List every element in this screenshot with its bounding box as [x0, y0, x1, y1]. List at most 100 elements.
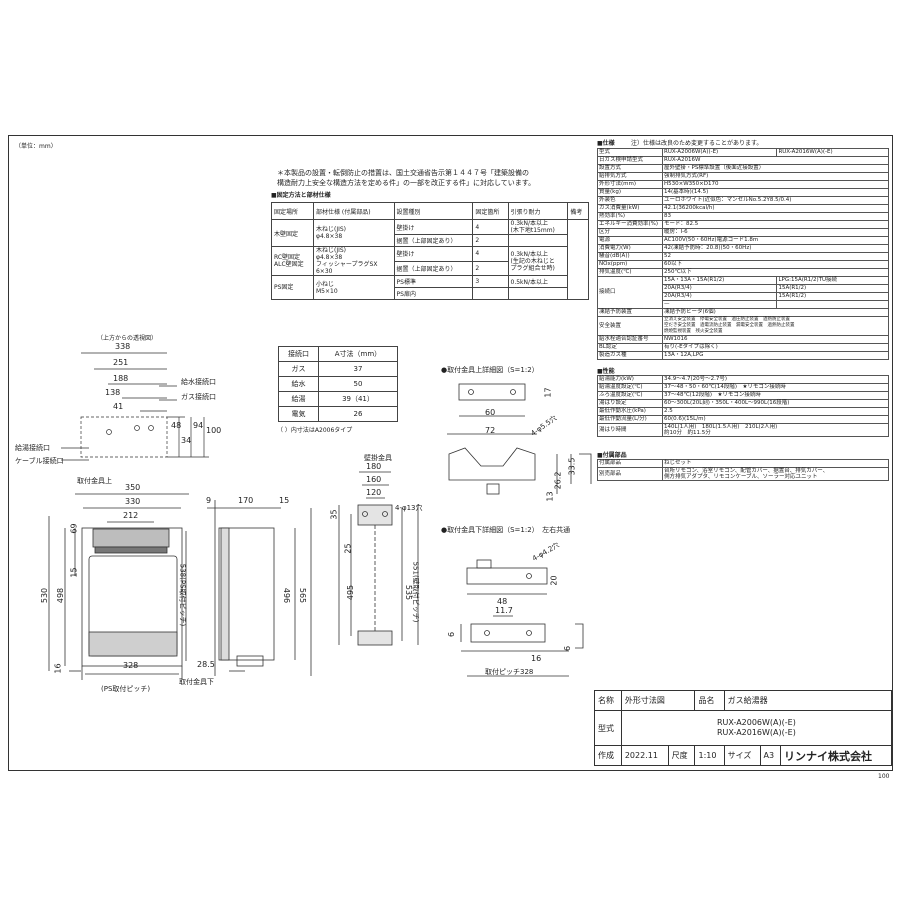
- table-row: 給湯能力(kW)34.9～4.7(20号～2.7号): [597, 375, 889, 384]
- table-row: 騒音(dB(A))52: [597, 252, 889, 261]
- label-bracket-top: 取付金具上: [77, 477, 112, 485]
- cell: 凍結予防ヒータ(6個): [662, 308, 889, 317]
- ld-dim-20: 20: [549, 575, 559, 586]
- cell: 安全装置: [597, 316, 663, 336]
- cell: LPG:15A(R1/2)TU接続: [776, 276, 889, 285]
- top-dim-41: 41: [113, 402, 124, 411]
- top-dim-94: 94: [193, 421, 204, 430]
- cell: 小ねじ M5×10: [312, 275, 395, 300]
- note-line-2: 構造耐力上安全な構造方法を定める件」の一部を改正する件」に対応しています。: [277, 179, 536, 187]
- ld-dim-6-b: 6: [563, 645, 573, 652]
- spec-model-a: RUX-A2006W(A)(-E): [661, 148, 778, 157]
- ud-dim-72: 72: [485, 426, 496, 435]
- spec-model-b: RUX-A2016W(A)(-E): [776, 148, 889, 157]
- cell: 給湯能力(kW): [597, 375, 663, 384]
- side-dim-170: 170: [238, 496, 254, 505]
- tb-name-label: 名称: [594, 690, 622, 711]
- cell: 有り(-Eタイプは除く): [662, 343, 889, 352]
- cell: ユーロホワイト(近似色：マンセルNo.5.2Y8.5/0.4): [662, 196, 889, 205]
- cell: 14(基本時)(14.5): [662, 188, 889, 197]
- top-dim-251: 251: [113, 358, 129, 367]
- cell: 別売部品: [597, 467, 663, 481]
- tb-type-cell: RUX-A2006W(A)(-E) RUX-A2016W(A)(-E): [620, 710, 893, 746]
- table-row: 作成 2022.11 尺度 1:10 サイズ A3 リンナイ株式会社: [594, 745, 892, 766]
- front-dim-330: 330: [125, 497, 141, 506]
- wall-bracket-drawing: [338, 471, 419, 646]
- table-row: 給排気方式強制排気方式(RF): [597, 172, 889, 181]
- cell: 最低作動流量(L/分): [597, 415, 663, 424]
- table-row: 木壁固定 木ねじ(JIS) φ4.8×38 壁掛け 4 0.3kN/本以上 (木…: [271, 219, 589, 300]
- perf-table: 給湯能力(kW)34.9～4.7(20号～2.7号) 給湯温度設定(℃)37～4…: [597, 375, 889, 437]
- cell: 60～300L(20L刻)・350L・400L～990L(16段階): [662, 399, 889, 408]
- cell: 木ねじ(JIS) φ4.8×38: [312, 219, 395, 247]
- lower-detail-title: ●取付金具下詳細図（S=1:2） 左右共通: [441, 526, 571, 534]
- cell: 20A(R3/4): [661, 292, 778, 301]
- table-row: 外装色ユーロホワイト(近似色：マンセルNo.5.2Y8.5/0.4): [597, 196, 889, 205]
- spec-note: 注）仕様は改良のため変更することがあります。: [631, 140, 763, 147]
- side-dim-28-5: 28.5: [197, 660, 215, 669]
- tb-type-label: 型式: [594, 710, 622, 746]
- cell: 日ガス検申請型式: [597, 156, 663, 165]
- cell: NOx(ppm): [597, 260, 663, 269]
- cell: 15A・13A・15A(R1/2): [661, 276, 778, 285]
- fixing-table-caption: ■固定方法と部材仕様: [271, 192, 331, 199]
- table-row: 接続口 A寸法（mm）: [278, 346, 399, 362]
- spec-table: 型式 RUX-A2006W(A)(-E) RUX-A2016W(A)(-E) 日…: [597, 148, 889, 360]
- cell: 付属部品: [597, 459, 663, 468]
- cell: ねじセット: [662, 459, 889, 468]
- cell: 250℃以下: [662, 268, 889, 277]
- table-row: 安全装置立消え安全装置 停電安全装置 過圧防止装置 過熱防止装置 空だき安全装置…: [597, 316, 889, 336]
- cell: 強制排気方式(RF): [662, 172, 889, 181]
- drawing-sheet: （単位：mm） ＊本製品の設置・転倒防止の措置は、国土交通省告示第１４４７号「建…: [8, 135, 893, 771]
- table-row: BL認定有り(-Eタイプは除く): [597, 343, 889, 352]
- front-dim-212: 212: [123, 511, 139, 520]
- page-number: 100: [878, 773, 890, 780]
- cell: 2.5: [662, 407, 889, 416]
- front-view-drawing: [48, 493, 189, 680]
- cell: 外形寸法(mm): [597, 180, 663, 189]
- acc-table: 付属部品ねじセット 別売部品台所リモコン、浴室リモコン、配管カバー、据置台、排気…: [597, 459, 889, 481]
- tb-scale-value: 1:10: [694, 745, 725, 766]
- table-row: ガス消費量(kW)42.1(36200kcal/h): [597, 204, 889, 213]
- fixing-table-header: 固定場所 部材仕様 (付属部品) 設置種別 固定箇所 引張り耐力 備考: [271, 202, 589, 220]
- cell: 37～48℃(12段階) ★リモコン接続時: [662, 391, 889, 400]
- table-row: エネルギー消費効率(%)モード：82.5: [597, 220, 889, 229]
- top-dim-34: 34: [181, 436, 192, 445]
- table-row: 名称 外形寸法図 品名 ガス給湯器: [594, 690, 893, 711]
- cell: AC100V(50・60Hz)電源コード1.8m: [662, 236, 889, 245]
- top-dim-188: 188: [113, 374, 129, 383]
- upper-detail-drawing: [447, 383, 592, 495]
- front-dim-328: 328: [123, 661, 139, 670]
- cell: 製造ガス種: [597, 351, 663, 360]
- cell: 15A(R1/2): [776, 284, 889, 293]
- cell: 木壁固定: [271, 219, 314, 247]
- top-dim-138: 138: [105, 388, 121, 397]
- table-row: 質量(kg)14(基本時)(14.5): [597, 188, 889, 197]
- top-dim-100: 100: [206, 426, 222, 435]
- table-row: 設置方式屋外壁掛・PS標準設置（後面近接設置）: [597, 164, 889, 173]
- table-row: PS扉内: [272, 287, 589, 300]
- label-cable-inlet: ケーブル接続口: [15, 457, 64, 465]
- label-bracket-bottom: 取付金具下: [179, 678, 214, 686]
- cell: 給湯温度設定(℃): [597, 383, 663, 392]
- cell: RUX-A2016W: [662, 156, 889, 165]
- cell: 台所リモコン、浴室リモコン、配管カバー、据置台、排気カバー、 側方排気アダプタ、…: [662, 467, 889, 481]
- unit-label: （単位：mm）: [15, 143, 57, 150]
- cell: 2: [472, 234, 509, 247]
- tb-type-value-1: RUX-A2006W(A)(-E): [716, 718, 796, 727]
- cell: —: [661, 300, 778, 309]
- cell: 83: [662, 212, 889, 221]
- cell: 暖房：I-6: [662, 228, 889, 237]
- cell: 熱効率(%): [597, 212, 663, 221]
- upper-detail-title: ●取付金具上詳細図（S=1:2）: [441, 366, 539, 374]
- cell: モード：82.5: [662, 220, 889, 229]
- cell: 消費電力(W): [597, 244, 663, 253]
